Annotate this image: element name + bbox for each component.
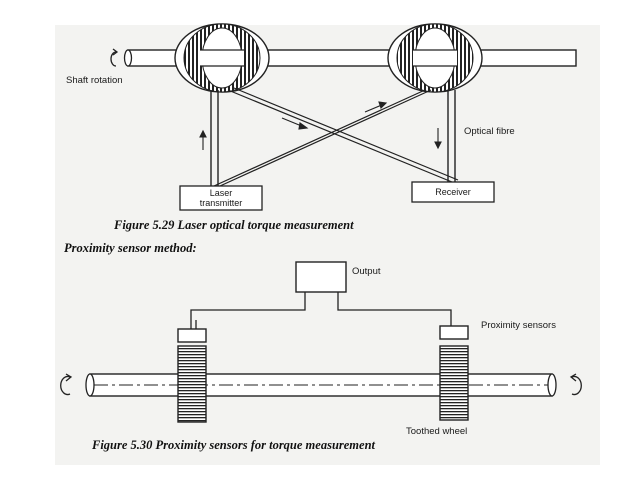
left-proximity-sensor bbox=[177, 328, 207, 343]
left-optical-disc bbox=[174, 23, 270, 93]
receiver-label: Receiver bbox=[435, 187, 471, 197]
sensor-wiring bbox=[190, 292, 452, 329]
receiver-box bbox=[411, 181, 495, 203]
shaft-rotation-label: Shaft rotation bbox=[66, 75, 123, 86]
figure-5-29-laser-optical: Shaft rotation Optical fibre Laser trans… bbox=[66, 23, 577, 232]
proximity-sensors-label: Proximity sensors bbox=[481, 320, 556, 331]
output-label: Output bbox=[352, 266, 381, 277]
laser-transmitter-box bbox=[179, 185, 263, 211]
laser-label-line1: Laser bbox=[210, 188, 233, 198]
figure-5-29-caption: Figure 5.29 Laser optical torque measure… bbox=[113, 218, 354, 232]
shaft-2 bbox=[85, 373, 557, 397]
optical-fibre-label: Optical fibre bbox=[464, 126, 515, 137]
toothed-wheel-label: Toothed wheel bbox=[406, 426, 467, 437]
crossed-fibres bbox=[213, 87, 459, 187]
light-direction-arrows bbox=[199, 101, 442, 150]
section-heading: Proximity sensor method: bbox=[64, 241, 197, 255]
figure-5-30-proximity: Output Proximity sensors bbox=[60, 261, 582, 452]
output-box bbox=[295, 261, 347, 293]
right-rotation-arrow-icon bbox=[569, 373, 582, 396]
left-rotation-arrow-icon bbox=[60, 373, 73, 396]
rotation-arrow-icon bbox=[110, 48, 119, 67]
right-toothed-wheel bbox=[439, 345, 469, 421]
laser-label-line2: transmitter bbox=[200, 198, 243, 208]
figure-5-30-caption: Figure 5.30 Proximity sensors for torque… bbox=[91, 438, 376, 452]
right-proximity-sensor bbox=[439, 325, 469, 340]
left-toothed-wheel bbox=[177, 345, 207, 423]
right-optical-disc bbox=[387, 23, 483, 93]
vertical-fibres bbox=[210, 90, 456, 186]
